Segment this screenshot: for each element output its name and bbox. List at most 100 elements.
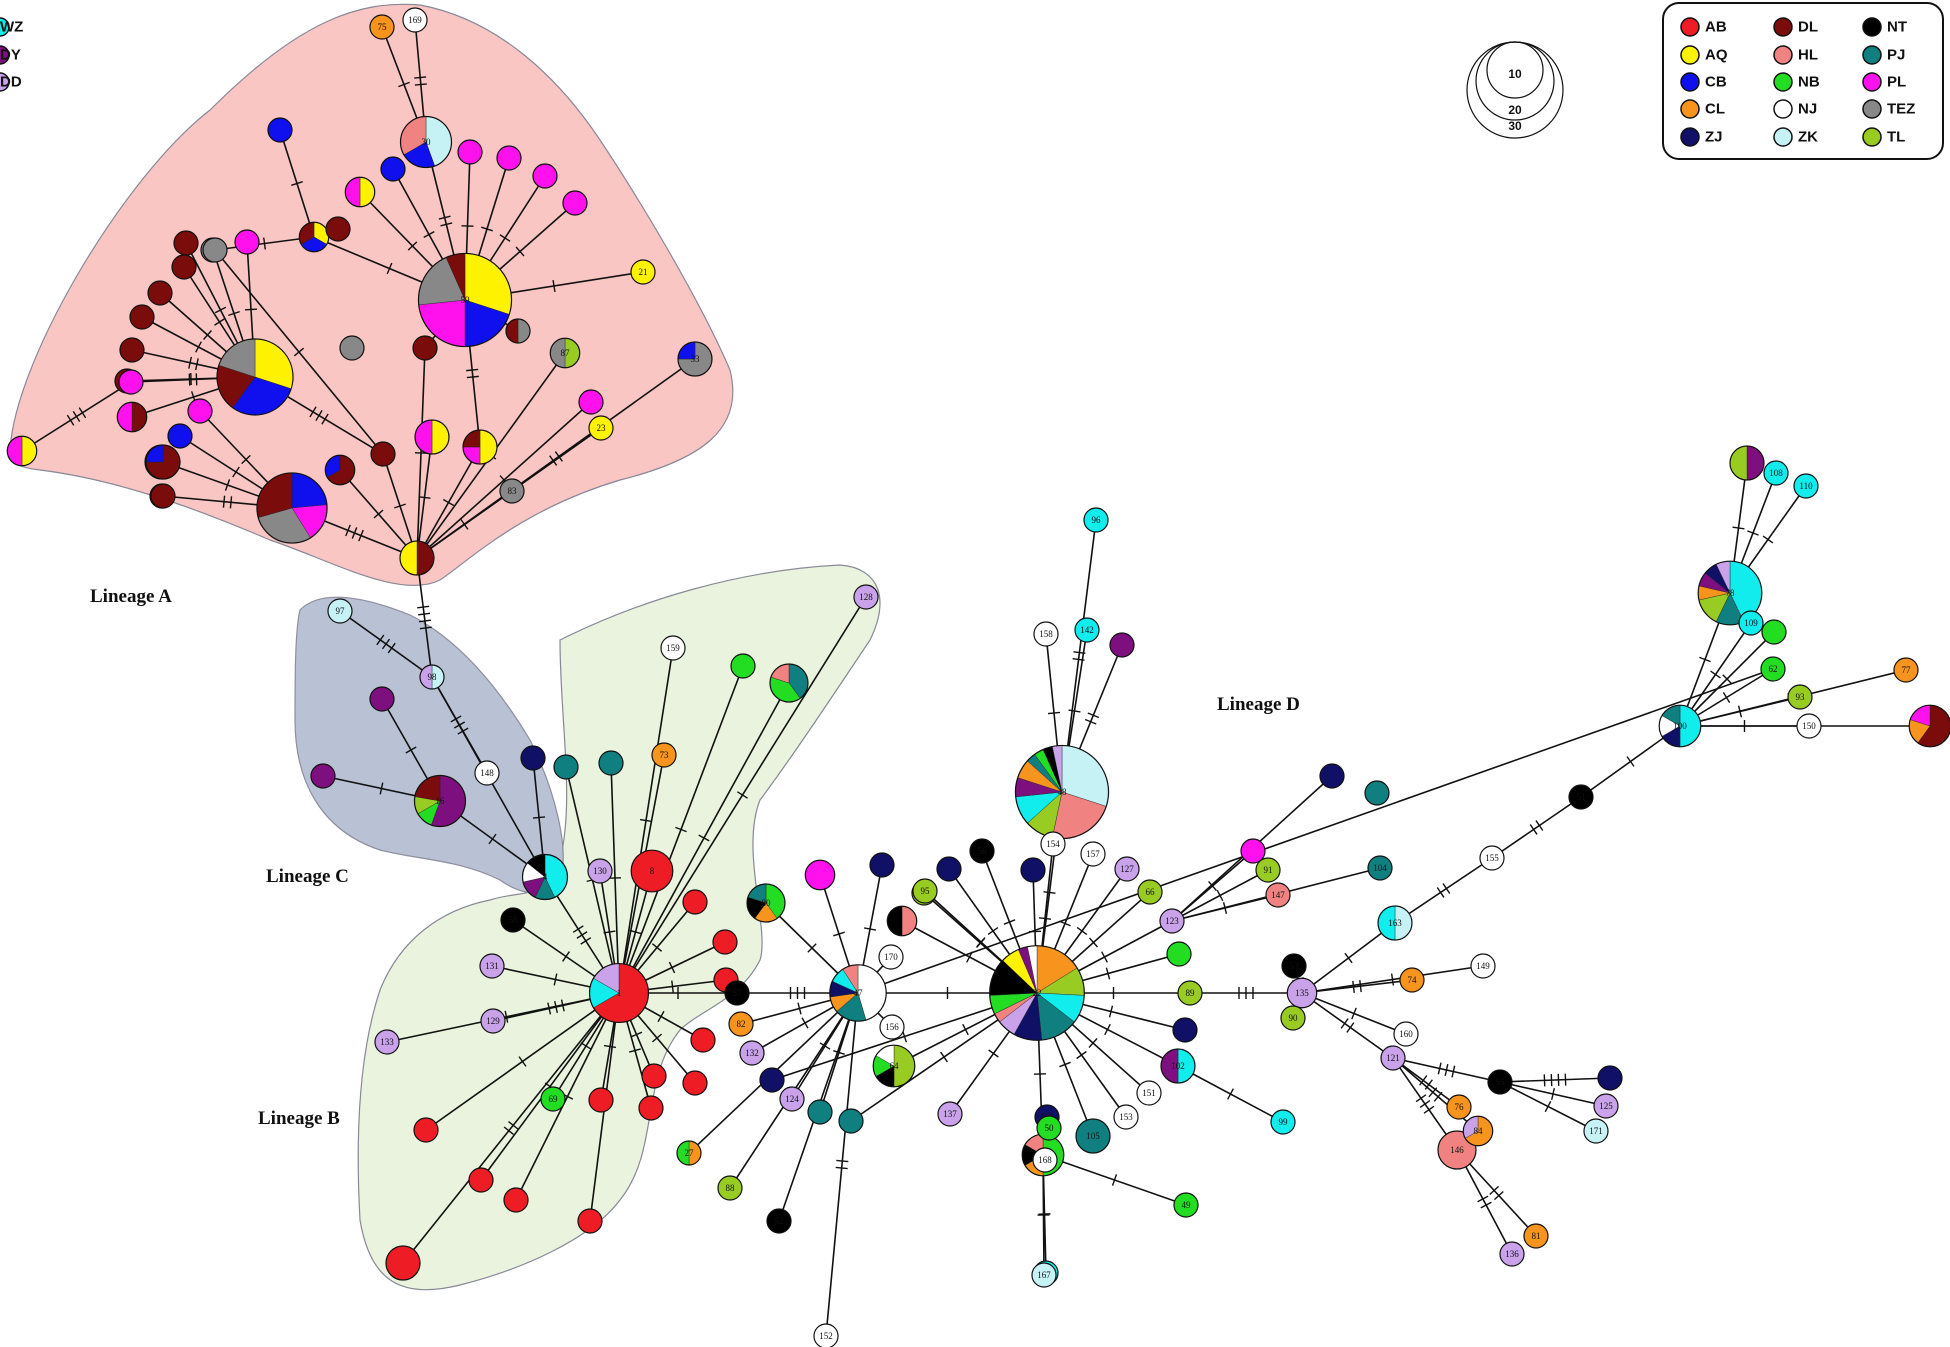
haplotype-node-D_x3[interactable] <box>1240 838 1266 864</box>
haplotype-node-D_x9[interactable] <box>804 859 836 891</box>
haplotype-node-C7[interactable] <box>520 745 546 771</box>
haplotype-node-C1[interactable]: 98 <box>419 664 445 690</box>
haplotype-node-D125[interactable]: 125 <box>1593 1093 1619 1119</box>
haplotype-node-D74[interactable]: 74 <box>1399 967 1425 993</box>
haplotype-node-A18[interactable] <box>505 318 531 344</box>
haplotype-node-A47[interactable]: 83 <box>499 478 525 504</box>
haplotype-node-A20[interactable] <box>414 419 450 455</box>
haplotype-node-B23[interactable] <box>468 1167 494 1193</box>
haplotype-node-A28[interactable] <box>147 280 173 306</box>
haplotype-node-A34[interactable] <box>116 401 148 433</box>
haplotype-node-B26[interactable] <box>638 1095 664 1121</box>
haplotype-node-A42[interactable] <box>167 423 193 449</box>
haplotype-node-D_x10[interactable] <box>1729 445 1765 481</box>
haplotype-node-D109[interactable]: 109 <box>1738 610 1764 636</box>
haplotype-node-D151[interactable]: 151 <box>1136 1080 1162 1106</box>
haplotype-node-B21[interactable] <box>385 1245 421 1281</box>
haplotype-node-D66[interactable]: 66 <box>1137 879 1163 905</box>
haplotype-node-B7[interactable] <box>730 653 756 679</box>
haplotype-node-A12[interactable] <box>325 216 351 242</box>
haplotype-node-A46[interactable] <box>150 483 176 509</box>
haplotype-node-D135[interactable]: 135 <box>1286 977 1318 1009</box>
haplotype-node-A32[interactable] <box>173 230 199 256</box>
haplotype-node-A37[interactable] <box>234 229 260 255</box>
haplotype-node-B5[interactable]: 73 <box>651 742 677 768</box>
haplotype-node-B10[interactable] <box>553 754 579 780</box>
haplotype-node-A17[interactable]: 21 <box>630 259 656 285</box>
haplotype-node-B25[interactable] <box>577 1208 603 1234</box>
haplotype-node-D57[interactable]: 57 <box>724 980 750 1006</box>
haplotype-node-D22[interactable]: 22 <box>989 945 1085 1041</box>
haplotype-node-D104[interactable]: 104 <box>1367 855 1393 881</box>
haplotype-node-B22[interactable] <box>413 1117 439 1143</box>
haplotype-node-A43[interactable] <box>145 444 181 480</box>
haplotype-node-B12[interactable]: 130 <box>587 858 613 884</box>
haplotype-node-C3[interactable] <box>369 686 395 712</box>
haplotype-node-A1[interactable] <box>216 338 294 416</box>
haplotype-node-B9[interactable]: 128 <box>853 584 879 610</box>
haplotype-node-D89[interactable]: 89 <box>1177 980 1203 1006</box>
haplotype-node-D160[interactable]: 160 <box>1393 1021 1419 1047</box>
haplotype-node-D82[interactable]: 82 <box>728 1011 754 1037</box>
haplotype-node-D_x14[interactable] <box>1364 780 1390 806</box>
haplotype-node-A27[interactable] <box>171 254 197 280</box>
haplotype-node-C8[interactable]: 4 <box>521 853 569 901</box>
haplotype-node-A10[interactable] <box>298 221 330 253</box>
haplotype-node-D100[interactable]: 100 <box>1658 704 1702 748</box>
haplotype-node-B27[interactable] <box>682 1070 708 1096</box>
haplotype-node-D149[interactable]: 149 <box>1470 953 1496 979</box>
haplotype-node-D_x2[interactable] <box>936 856 962 882</box>
haplotype-node-A4[interactable]: 30 <box>399 115 453 169</box>
haplotype-node-A13[interactable] <box>457 139 483 165</box>
haplotype-node-D81[interactable]: 81 <box>1523 1223 1549 1249</box>
haplotype-node-B8[interactable] <box>769 663 809 703</box>
haplotype-node-D150[interactable]: 150 <box>1796 713 1822 739</box>
haplotype-node-D_x5[interactable] <box>869 852 895 878</box>
haplotype-node-A38[interactable] <box>202 237 228 263</box>
haplotype-node-B6[interactable]: 159 <box>660 635 686 661</box>
haplotype-node-D27[interactable]: 27 <box>676 1140 702 1166</box>
haplotype-node-A3[interactable] <box>256 472 328 544</box>
haplotype-node-C5[interactable]: 16 <box>413 774 467 828</box>
haplotype-node-D56[interactable]: 56 <box>969 838 995 864</box>
haplotype-node-D108[interactable]: 108 <box>1763 460 1789 486</box>
haplotype-node-A19[interactable] <box>412 335 438 361</box>
haplotype-node-D152[interactable]: 152 <box>813 1323 839 1347</box>
haplotype-node-D64[interactable]: 64 <box>872 1044 916 1088</box>
haplotype-node-D132[interactable]: 132 <box>739 1040 765 1066</box>
haplotype-node-B11[interactable] <box>598 750 624 776</box>
haplotype-node-D123[interactable]: 123 <box>1159 908 1185 934</box>
haplotype-node-A5[interactable]: 75 <box>369 14 395 40</box>
haplotype-node-A44[interactable] <box>370 441 396 467</box>
haplotype-node-B3[interactable] <box>682 889 708 915</box>
haplotype-node-B4[interactable] <box>712 929 738 955</box>
haplotype-node-A29[interactable] <box>129 304 155 330</box>
haplotype-node-D155[interactable]: 155 <box>1479 845 1505 871</box>
haplotype-node-D52[interactable]: 52 <box>766 1208 792 1234</box>
haplotype-node-B2[interactable]: 8 <box>630 849 674 893</box>
haplotype-node-A7[interactable] <box>399 540 435 576</box>
haplotype-node-B13[interactable]: 58 <box>500 907 526 933</box>
haplotype-node-D77[interactable]: 77 <box>1893 657 1919 683</box>
haplotype-node-D_x16[interactable] <box>807 1099 833 1125</box>
haplotype-node-D167[interactable]: 167 <box>1031 1262 1057 1288</box>
haplotype-node-D110[interactable]: 110 <box>1793 473 1819 499</box>
haplotype-node-D105[interactable]: 105 <box>1075 1118 1111 1154</box>
haplotype-node-D_x7[interactable] <box>759 1067 785 1093</box>
haplotype-node-A24[interactable]: 87 <box>549 337 581 369</box>
haplotype-node-D53[interactable]: 53 <box>1281 953 1307 979</box>
haplotype-node-A16[interactable] <box>562 190 588 216</box>
haplotype-node-D124[interactable]: 124 <box>779 1086 805 1112</box>
haplotype-node-D47[interactable]: 47 <box>829 964 887 1022</box>
haplotype-node-D157[interactable]: 157 <box>1080 841 1106 867</box>
haplotype-node-A8[interactable] <box>267 117 293 143</box>
haplotype-node-A33[interactable] <box>118 369 144 395</box>
haplotype-node-D121[interactable]: 121 <box>1380 1045 1406 1071</box>
haplotype-node-D_x1[interactable] <box>1020 857 1046 883</box>
haplotype-node-D_x17[interactable] <box>1761 619 1787 645</box>
haplotype-node-B15[interactable]: 129 <box>480 1008 506 1034</box>
haplotype-node-B20[interactable] <box>588 1087 614 1113</box>
haplotype-node-A9[interactable] <box>344 176 376 208</box>
haplotype-node-D55[interactable]: 55 <box>1487 1069 1513 1095</box>
haplotype-node-D51[interactable]: 51 <box>1568 784 1594 810</box>
